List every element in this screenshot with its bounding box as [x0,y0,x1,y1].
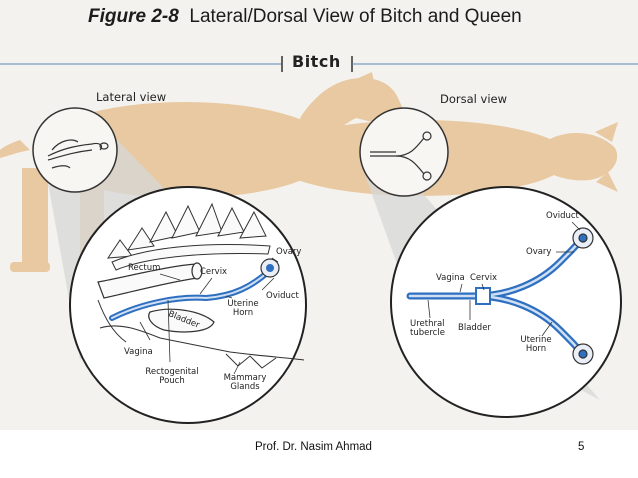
anatomy-illustration [0,56,638,424]
label-bladder-dorsal: Bladder [458,323,491,333]
dorsal-cervix [475,287,491,305]
footer-page-number: 5 [578,441,585,453]
lateral-leader-lines [139,257,279,375]
label-urethral-tubercle-line2: tubercle [410,328,445,338]
label-vagina-lateral: Vagina [124,347,153,357]
label-ovary-lateral: Ovary [276,247,302,257]
label-oviduct-lateral: Oviduct [266,291,299,301]
label-uterine-horn-dorsal-line2: Horn [525,344,547,354]
label-uterine-horn-dorsal: Uterine Horn [512,336,560,354]
label-uterine-horn-lateral-line2: Horn [232,308,254,318]
label-mammary-glands-line1: Mammary [223,373,267,383]
lateral-bladder [148,308,215,333]
lateral-inset-tract [47,139,109,169]
label-rectogenital-pouch-line2: Pouch [159,376,185,386]
label-ovary-dorsal: Ovary [526,247,552,257]
label-oviduct-dorsal: Oviduct [546,211,579,221]
label-urethral-tubercle-line1: Urethral [410,319,445,329]
figure-caption: Lateral/Dorsal View of Bitch and Queen [189,6,522,27]
label-uterine-horn-dorsal-line1: Uterine [520,335,552,345]
mammary-outline [225,353,277,369]
vertebrae [107,202,271,271]
perineum-outline [97,299,127,343]
dorsal-view-label: Dorsal view [440,92,507,106]
label-cervix-lateral: Cervix [200,267,228,277]
lateral-inset-circle [32,107,118,193]
label-rectogenital-pouch: Rectogenital Pouch [140,368,204,386]
rectum-end [191,262,203,280]
lateral-ovary-core [266,264,274,272]
label-mammary-glands: Mammary Glands [218,374,272,392]
footer-author: Prof. Dr. Nasim Ahmad [255,441,372,453]
figure-scan: Figure 2-8 Lateral/Dorsal View of Bitch … [0,0,638,430]
dorsal-ovaries [572,227,594,365]
label-cervix-dorsal: Cervix [470,273,498,283]
dorsal-leader-lines [427,221,581,337]
lateral-view-label: Lateral view [96,90,167,104]
label-urethral-tubercle: Urethral tubercle [410,320,445,338]
body-floor [99,325,305,361]
label-vagina-dorsal: Vagina [436,273,465,283]
label-rectum: Rectum [128,263,161,273]
section-title: Bitch [292,52,341,71]
label-mammary-glands-line2: Glands [230,382,260,392]
label-uterine-horn-lateral-line1: Uterine [227,299,259,309]
label-uterine-horn-lateral: Uterine Horn [222,300,264,318]
lateral-tract-lumen [111,271,269,319]
dorsal-inset-tract [370,131,432,181]
figure-number: Figure 2-8 [88,6,179,27]
label-rectogenital-pouch-line1: Rectogenital [145,367,199,377]
dorsal-inset-circle [359,107,449,197]
figure-title: Figure 2-8 Lateral/Dorsal View of Bitch … [88,6,522,28]
